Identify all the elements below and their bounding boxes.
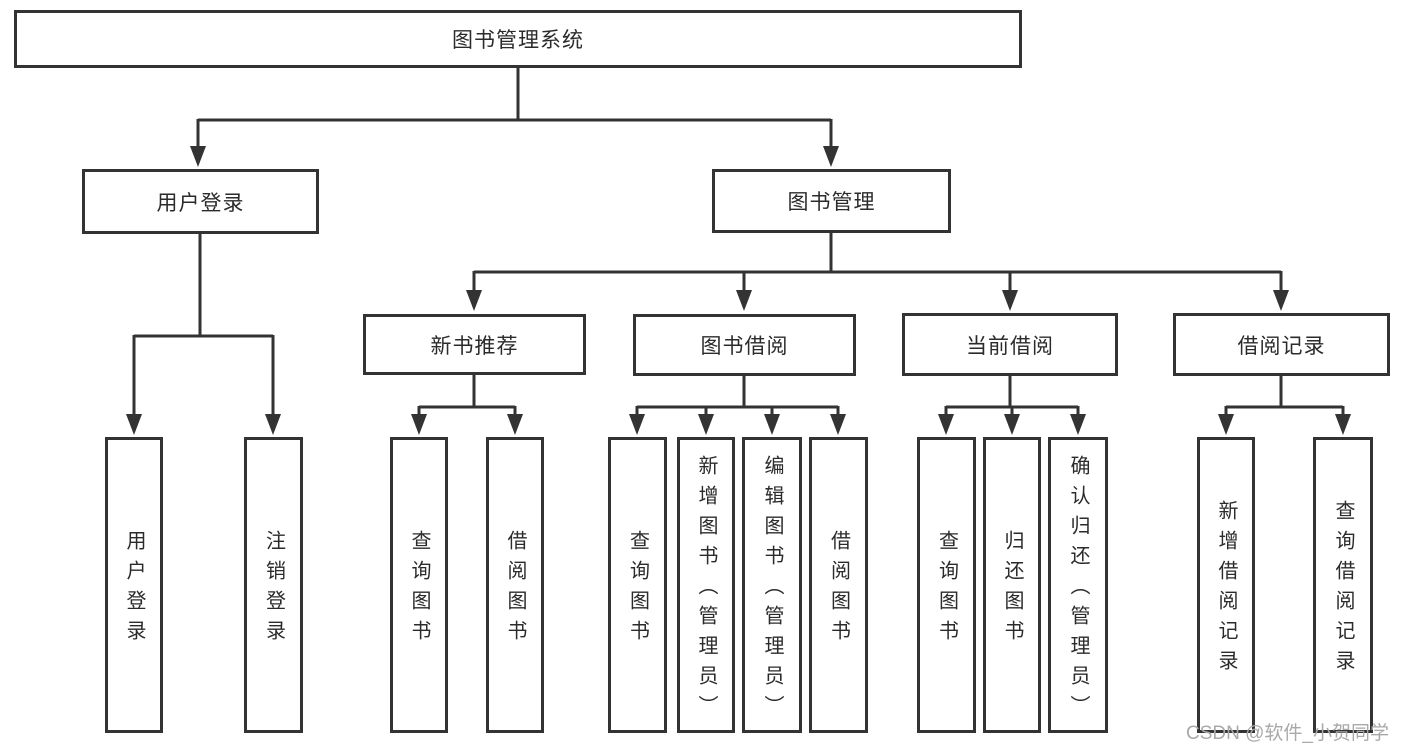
leaf-confirm-return-admin: 确认归还（管理员） — [1048, 437, 1108, 733]
node-root-system: 图书管理系统 — [14, 10, 1022, 68]
leaf-query-book-borrow: 查询图书 — [608, 437, 667, 733]
node-book-management-branch: 图书管理 — [712, 169, 951, 233]
leaf-borrow-book-recommend: 借阅图书 — [486, 437, 544, 733]
leaf-user-login: 用户登录 — [105, 437, 163, 733]
node-new-book-recommend: 新书推荐 — [363, 314, 586, 375]
leaf-logout: 注销登录 — [244, 437, 303, 733]
leaf-add-book-admin: 新增图书（管理员） — [677, 437, 735, 733]
leaf-borrow-book: 借阅图书 — [809, 437, 868, 733]
csdn-watermark: CSDN @软件_小贺同学 — [1186, 723, 1389, 744]
leaf-query-book-current: 查询图书 — [917, 437, 976, 733]
leaf-edit-book-admin: 编辑图书（管理员） — [742, 437, 802, 733]
leaf-query-borrow-record: 查询借阅记录 — [1313, 437, 1373, 733]
node-book-borrow: 图书借阅 — [633, 314, 856, 376]
node-user-login-branch: 用户登录 — [82, 169, 319, 234]
node-borrow-record: 借阅记录 — [1173, 313, 1390, 376]
leaf-query-book-recommend: 查询图书 — [390, 437, 448, 733]
leaf-return-book: 归还图书 — [983, 437, 1041, 733]
arrowheads — [126, 146, 1351, 435]
node-current-borrow: 当前借阅 — [902, 313, 1118, 376]
leaf-add-borrow-record: 新增借阅记录 — [1197, 437, 1255, 733]
